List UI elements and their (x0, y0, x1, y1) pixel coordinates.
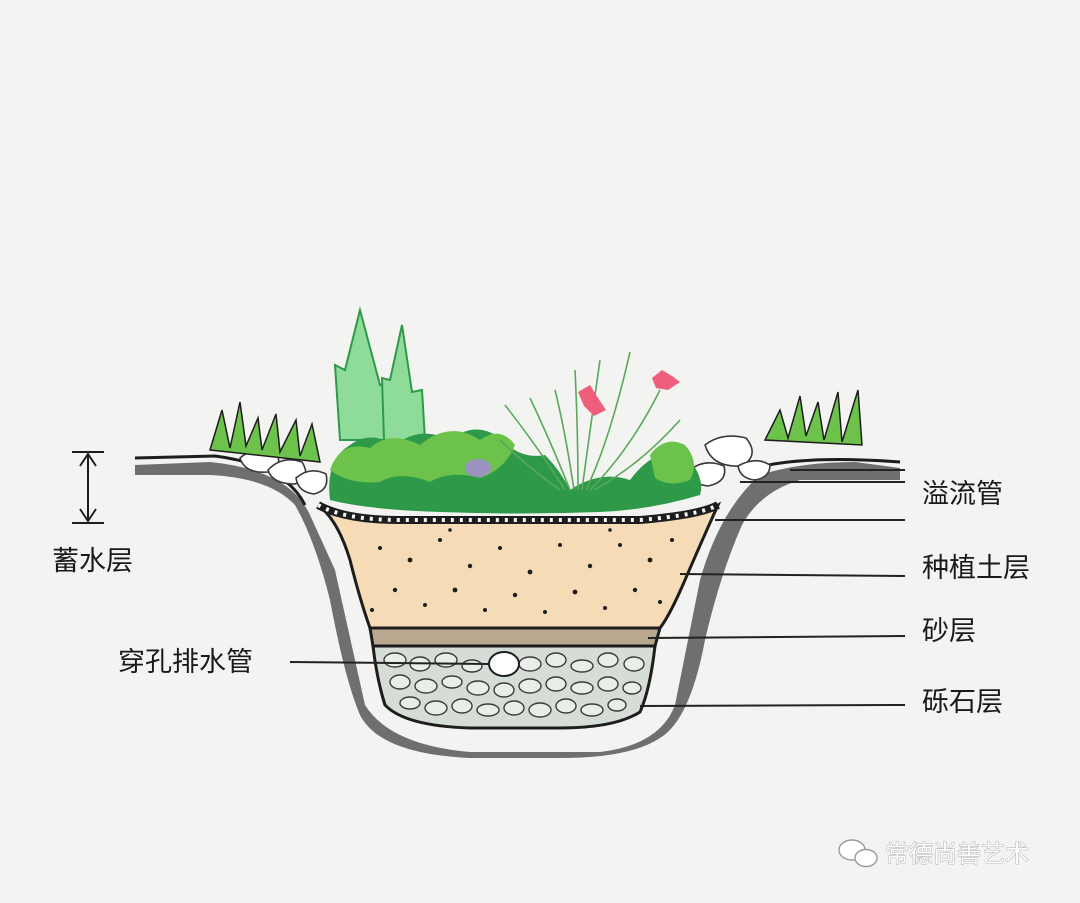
storage-depth-arrow (72, 451, 104, 524)
shrub-right (650, 441, 694, 484)
label-sand-layer: 砂层 (922, 616, 976, 647)
perforated-drain-pipe (488, 651, 520, 677)
wechat-icon (838, 839, 878, 868)
watermark: 常德尚善艺术 (838, 839, 1029, 868)
label-gravel-layer: 砾石层 (922, 687, 1003, 718)
leader-gravel (639, 704, 906, 707)
grass-left (209, 401, 321, 463)
leader-sand (679, 573, 906, 577)
leader-lines (289, 469, 906, 707)
watermark-text: 常德尚善艺术 (885, 840, 1029, 868)
gravel-stones (383, 652, 645, 718)
leader-gravel-top (647, 635, 906, 639)
rim-stones (239, 435, 771, 495)
pink-flower-1 (578, 385, 606, 416)
filter-hatch (317, 503, 719, 522)
sand-layer (368, 626, 662, 648)
soil-dots (370, 528, 674, 614)
grass-right (763, 389, 863, 446)
pink-flower-2 (652, 370, 680, 390)
label-planting-soil: 种植土层 (922, 553, 1030, 584)
label-perforated-drain: 穿孔排水管 (118, 647, 253, 678)
purple-flower (465, 459, 491, 477)
conifer-right (380, 324, 427, 441)
plants (209, 306, 863, 514)
label-overflow-pipe: 溢流管 (922, 479, 1003, 510)
label-storage-layer: 蓄水层 (52, 546, 133, 577)
ornamental-grass (499, 351, 681, 491)
leader-drain-pipe (289, 661, 489, 665)
